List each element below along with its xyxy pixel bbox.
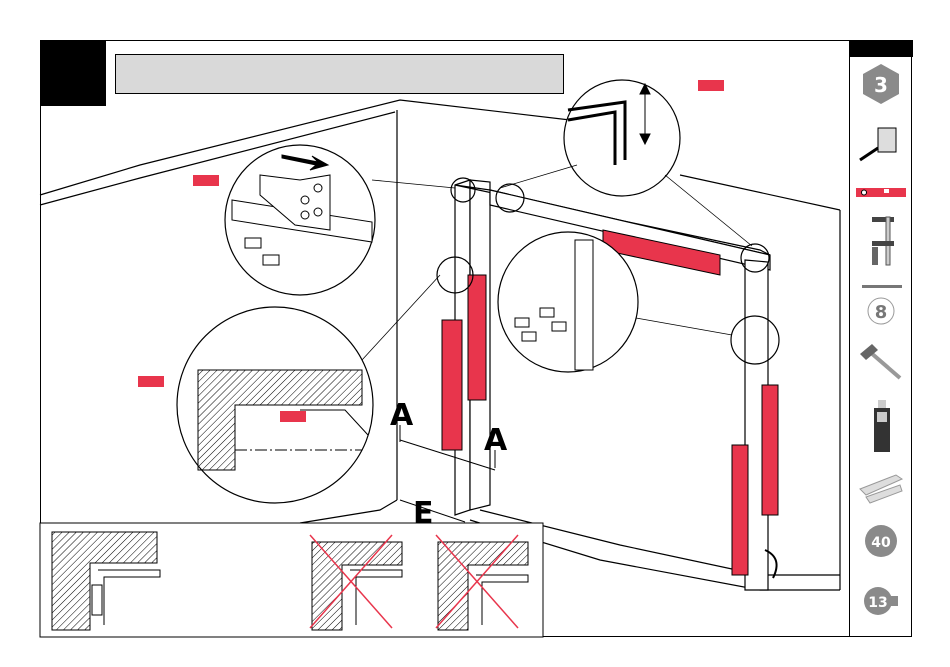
spirit-level-icon [856, 182, 906, 228]
svg-text:40: 40 [871, 535, 891, 551]
tape-measure-icon [856, 122, 906, 168]
wrench-icon: 13 [856, 578, 906, 624]
step-number-badge: 3 [856, 60, 906, 106]
wedges-icon [856, 465, 906, 511]
hammer-icon [856, 340, 906, 386]
clamp-icon [856, 215, 906, 266]
svg-text:3: 3 [874, 73, 888, 97]
wall-section-detail [197, 369, 369, 471]
bottom-inset-variants [39, 522, 544, 638]
bracket-detail [231, 154, 373, 266]
label-tag [193, 175, 219, 186]
svg-text:13: 13 [868, 595, 887, 611]
step-title-bar [115, 54, 564, 94]
section-label-a-right: A [484, 423, 508, 458]
rotate-arrow [764, 549, 778, 579]
label-tag [280, 411, 306, 422]
step-box [40, 40, 106, 106]
detail-circle-corner [563, 79, 681, 197]
spacer-blocks [441, 229, 779, 576]
tools-sidebar [849, 40, 913, 637]
room-walls [39, 99, 841, 591]
screws-detail [514, 239, 594, 371]
dimension-label-e: E [413, 496, 434, 531]
detail-circle-screws [497, 231, 639, 373]
wrong-cross-marks [309, 534, 519, 629]
section-label-a-left: A [390, 398, 414, 433]
drill-bit-icon: 8 [856, 283, 906, 329]
label-tag [138, 376, 164, 387]
svg-text:8: 8 [875, 302, 888, 323]
torx-bit-icon: 40 [856, 518, 906, 564]
corner-profile-detail [567, 82, 651, 165]
silicone-cartridge-icon [856, 398, 906, 452]
section-line [399, 425, 496, 523]
label-tag [698, 80, 724, 91]
